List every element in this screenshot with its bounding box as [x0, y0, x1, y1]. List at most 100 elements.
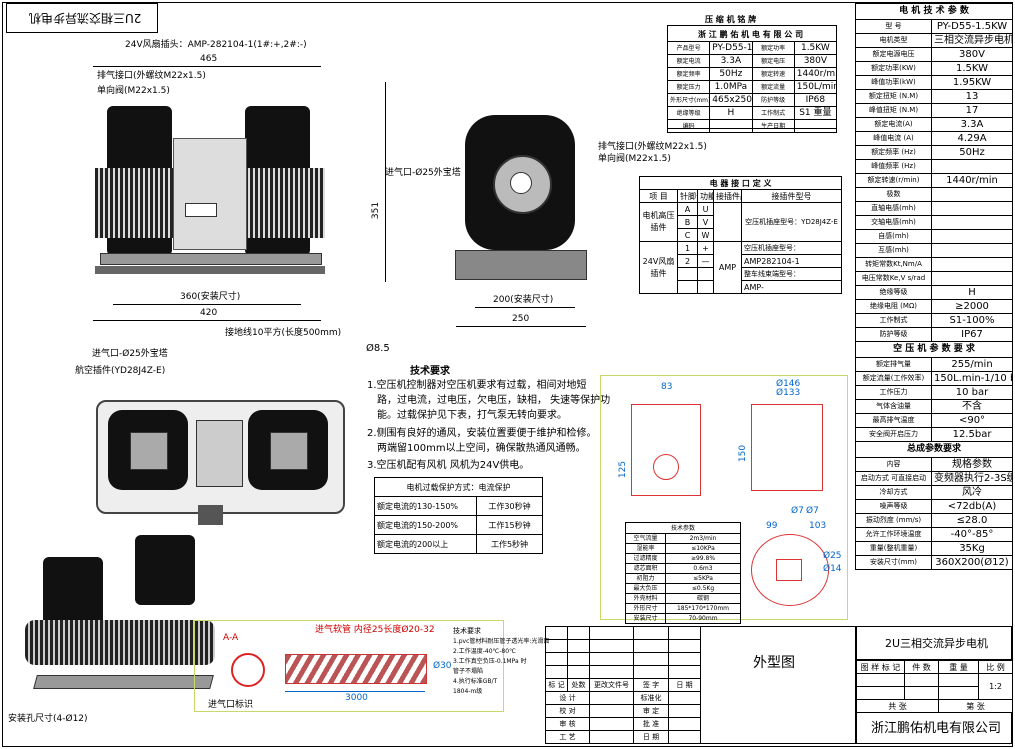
param-value — [930, 201, 1014, 216]
intake-port-label-2: 进气口-Ø25外宝塔 — [92, 349, 168, 359]
flipped-title: 2U三相交流异步电机 — [29, 11, 142, 25]
hose-note-4: 管子不塌陷 — [453, 668, 484, 675]
assembly-params-title: 总成参数要求 — [854, 441, 1014, 458]
info-blank-4 — [856, 686, 905, 700]
nameplate-cell: IP68 — [793, 93, 838, 107]
param-label: 额定排气量 — [855, 357, 932, 372]
param-value — [930, 215, 1014, 230]
filter-dim-7b: Ø7 — [806, 506, 819, 516]
param-value: 1.95KW — [930, 75, 1014, 90]
iso-view-drawing — [25, 535, 215, 705]
nameplate-cell: S1 重量 — [793, 106, 838, 120]
filter-spec-cell: 最大负压 — [625, 583, 666, 594]
dim-360: 360(安装尺寸) — [180, 292, 241, 302]
rev-blank-7 — [567, 639, 590, 653]
info-blank-6 — [938, 686, 979, 700]
nameplate-cell: 1.5KW — [793, 41, 838, 55]
param-label: 冷却方式 — [855, 485, 932, 500]
electrical-title: 电 器 接 口 定 义 — [638, 176, 843, 190]
role-ratify-val — [668, 717, 701, 731]
ground-wire-label: 接地线10平方(长度500mm) — [225, 328, 342, 338]
tech-line-3: 能。过载保护见下表，打气泵无转向要求。 — [377, 410, 567, 421]
nameplate-company: 浙 江 鹏 佑 机 电 有 限 公 司 — [698, 30, 804, 39]
fan-model-4: AMP- — [740, 280, 843, 294]
role-check-val — [589, 704, 634, 718]
electrical-table: 电 器 接 口 定 义 项 目 针脚号 功能 接插件品牌 接插件型号 电机高压插… — [638, 176, 843, 294]
param-value: 变频器执行2-3S缓启指令 — [930, 471, 1014, 486]
pin-1: 1 — [677, 241, 698, 255]
param-value — [930, 257, 1014, 272]
filter-spec-cell: 空气流量 — [625, 533, 666, 544]
intake-mark-label: 进气口标识 — [208, 700, 254, 710]
pin-a: A — [677, 202, 698, 216]
drawing-info-table: 图 样 标 记 件 数 重 量 比 例 1:2 共 张第 张 — [856, 660, 1013, 713]
param-label: 防护等级 — [855, 327, 932, 342]
nameplate-cell: 3.3A — [709, 54, 753, 68]
role-standard: 标准化 — [633, 691, 669, 705]
rev-h-doc: 更改文件号 — [589, 678, 634, 692]
role-approve-val — [668, 704, 701, 718]
filter-spec-cell: 185*170*170mm — [664, 603, 742, 614]
param-label: 额定扭矩 (N.M) — [855, 89, 932, 104]
param-label: 型 号 — [855, 19, 932, 34]
front-view-drawing — [95, 98, 325, 288]
param-value: H — [930, 285, 1014, 300]
filter-dim-25: Ø25 — [823, 551, 842, 561]
param-label: 额定频率 (Hz) — [855, 145, 932, 160]
dia-85: Ø8.5 — [366, 343, 390, 354]
hose-note-5: 4.执行标准GB/T — [453, 678, 498, 685]
param-label: 额定流量(工作效率) — [855, 371, 932, 386]
fan-brand: AMP — [713, 241, 742, 294]
func-v: V — [697, 215, 714, 229]
hose-note-3: 3.工作真空负压-0.1MPa 时 — [453, 658, 527, 665]
nameplate-cell: 额定转速 — [751, 67, 795, 81]
param-value: 4.29A — [930, 131, 1014, 146]
filter-spec-cell: 安装尺寸 — [625, 613, 666, 624]
filter-front-outline — [631, 404, 701, 496]
aviation-plug-label: 航空插件(YD28J4Z-E) — [75, 366, 166, 376]
hose-dim-line — [285, 691, 425, 692]
param-label: 额定电源电压 — [855, 47, 932, 62]
overload-r1c2: 工作30秒钟 — [476, 496, 543, 516]
param-label: 极数 — [855, 187, 932, 202]
param-label: 峰值频率 (Hz) — [855, 159, 932, 174]
nameplate-cell: 1440r/min — [793, 67, 838, 81]
rev-blank-5 — [668, 626, 701, 640]
dim-line-420 — [93, 320, 321, 321]
role-design: 设 计 — [545, 691, 590, 705]
dim-line-250 — [456, 326, 586, 327]
filter-spec-cell: ≤0.5Kg — [664, 583, 742, 594]
hose-note-2: 2.工作温度-40℃-80℃ — [453, 648, 516, 655]
param-label: 电机类型 — [855, 33, 932, 48]
filter-dim-133: Ø133 — [776, 388, 801, 398]
param-label: 互感(mh) — [855, 243, 932, 258]
rev-blank-13 — [589, 652, 634, 666]
hose-title: 进气软管 内径25长度Ø20-32 — [315, 625, 435, 635]
nameplate-table: 产品型号PY-D55-1.5KW额定功率1.5KW额定电流3.3A额定电压380… — [666, 41, 838, 133]
pin-c: C — [677, 228, 698, 242]
nameplate-cell: 465x250x351 — [709, 93, 753, 107]
param-label: 最高排气温度 — [855, 413, 932, 428]
nameplate-cell: 1.0MPa — [709, 80, 753, 94]
dim-351: 351 — [371, 201, 382, 220]
col-scale: 比 例 — [978, 660, 1013, 674]
elec-h0: 项 目 — [639, 189, 678, 203]
param-value: 三相交流异步电机 — [930, 33, 1014, 48]
info-blank-5 — [904, 686, 939, 700]
hose-section: A-A — [223, 633, 239, 643]
nameplate-cell: 工作制式 — [751, 106, 795, 120]
view-name: 外型图 — [753, 655, 795, 671]
func-w: W — [697, 228, 714, 242]
rev-blank-1 — [545, 626, 568, 640]
role-design-val — [589, 691, 634, 705]
filter-dim-146: Ø146 — [776, 379, 801, 389]
param-label: 噪声等级 — [855, 499, 932, 514]
nameplate-cell: 额定流量 — [751, 80, 795, 94]
rev-blank-8 — [589, 639, 634, 653]
overload-title: 电机过载保护方式：电流保护 — [374, 477, 543, 497]
filter-spec-cell: 外形尺寸 — [625, 603, 666, 614]
param-value: 35Kg — [930, 541, 1014, 556]
